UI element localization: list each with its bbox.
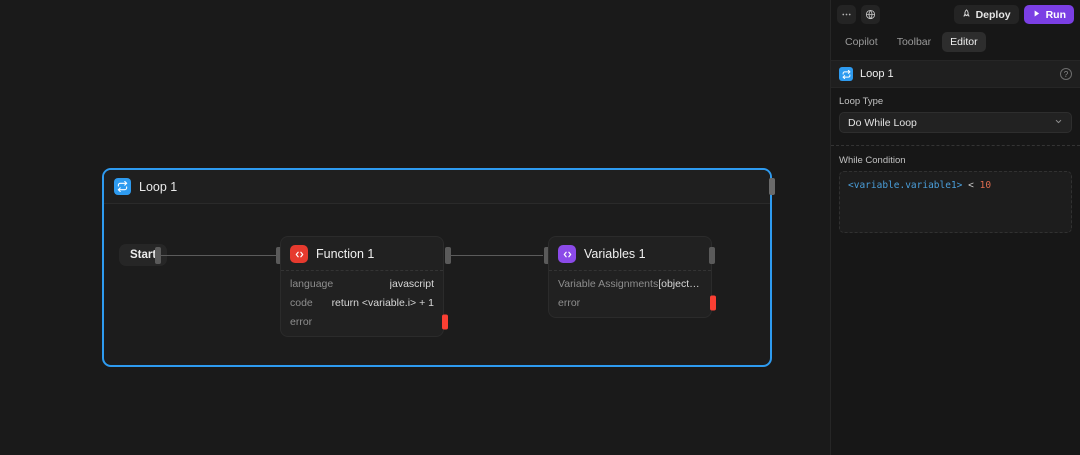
panel-tabs: Copilot Toolbar Editor xyxy=(831,29,1080,60)
loop-type-label: Loop Type xyxy=(839,96,1072,107)
workflow-canvas[interactable]: Loop 1 Start xyxy=(0,0,830,455)
node-row: Variable Assignments [object Obje... xyxy=(549,274,711,293)
error-output-handle[interactable] xyxy=(710,295,716,310)
panel-toolbar: Deploy Run xyxy=(831,0,1080,29)
loop-icon xyxy=(114,178,131,195)
while-condition-label: While Condition xyxy=(839,155,1072,166)
row-value: [object Obje... xyxy=(658,278,702,290)
node-variables-1-header: Variables 1 xyxy=(549,237,711,270)
row-key: code xyxy=(290,297,313,309)
loop-type-select[interactable]: Do While Loop xyxy=(839,112,1072,133)
ellipsis-icon[interactable] xyxy=(837,5,856,24)
deploy-button-label: Deploy xyxy=(976,9,1011,21)
node-function-1-title: Function 1 xyxy=(316,247,374,261)
row-value: javascript xyxy=(390,278,434,290)
help-circle-icon[interactable]: ? xyxy=(1060,68,1072,80)
node-row: code return <variable.i> + 1 xyxy=(281,293,443,312)
tab-copilot[interactable]: Copilot xyxy=(837,32,886,52)
node-function-1-header: Function 1 xyxy=(281,237,443,270)
row-key: Variable Assignments xyxy=(558,278,658,290)
code-token-number: 10 xyxy=(980,180,991,191)
row-key: error xyxy=(558,297,580,309)
node-variables-1[interactable]: Variables 1 Variable Assignments [object… xyxy=(548,236,712,318)
code-token-operator: < xyxy=(968,180,974,191)
loop-container-body: Start Function 1 xyxy=(104,204,770,367)
right-side-panel: Deploy Run Copilot Toolbar Editor xyxy=(830,0,1080,455)
node-function-1[interactable]: Function 1 language javascript code retu… xyxy=(280,236,444,337)
loop-icon xyxy=(839,67,853,81)
panel-node-title: Loop 1 xyxy=(860,68,894,80)
variables-node-output-handle[interactable] xyxy=(709,247,715,264)
tab-editor[interactable]: Editor xyxy=(942,32,985,52)
node-row-error: error xyxy=(281,312,443,331)
code-icon xyxy=(558,245,576,263)
node-variables-1-rows: Variable Assignments [object Obje... err… xyxy=(549,270,711,317)
edge-function-to-variables xyxy=(451,255,543,256)
play-icon xyxy=(1032,9,1041,21)
panel-fields: Loop Type Do While Loop While Condition … xyxy=(831,88,1080,233)
loop-container-header[interactable]: Loop 1 xyxy=(104,170,770,204)
row-key: error xyxy=(290,316,312,328)
edge-start-to-function xyxy=(161,255,279,256)
panel-node-header: Loop 1 ? xyxy=(831,60,1080,88)
chevron-down-icon xyxy=(1054,117,1063,128)
run-button[interactable]: Run xyxy=(1024,5,1074,24)
code-icon xyxy=(290,245,308,263)
tab-toolbar[interactable]: Toolbar xyxy=(889,32,939,52)
error-output-handle[interactable] xyxy=(442,314,448,329)
node-function-1-rows: language javascript code return <variabl… xyxy=(281,270,443,336)
node-row: language javascript xyxy=(281,274,443,293)
code-token-variable: <variable.variable1> xyxy=(848,180,962,191)
row-value: return <variable.i> + 1 xyxy=(332,297,434,309)
while-condition-editor[interactable]: <variable.variable1> < 10 xyxy=(839,171,1072,233)
loop-container-node[interactable]: Loop 1 Start xyxy=(102,168,772,367)
node-row-error: error xyxy=(549,293,711,312)
row-key: language xyxy=(290,278,333,290)
loop-type-value: Do While Loop xyxy=(848,117,917,129)
rocket-icon xyxy=(962,9,971,21)
loop-container-title: Loop 1 xyxy=(139,180,177,194)
field-divider xyxy=(831,145,1080,146)
node-variables-1-title: Variables 1 xyxy=(584,247,646,261)
run-button-label: Run xyxy=(1046,9,1066,21)
deploy-button[interactable]: Deploy xyxy=(954,5,1019,24)
globe-icon[interactable] xyxy=(861,5,880,24)
loop-container-output-handle[interactable] xyxy=(769,178,775,195)
